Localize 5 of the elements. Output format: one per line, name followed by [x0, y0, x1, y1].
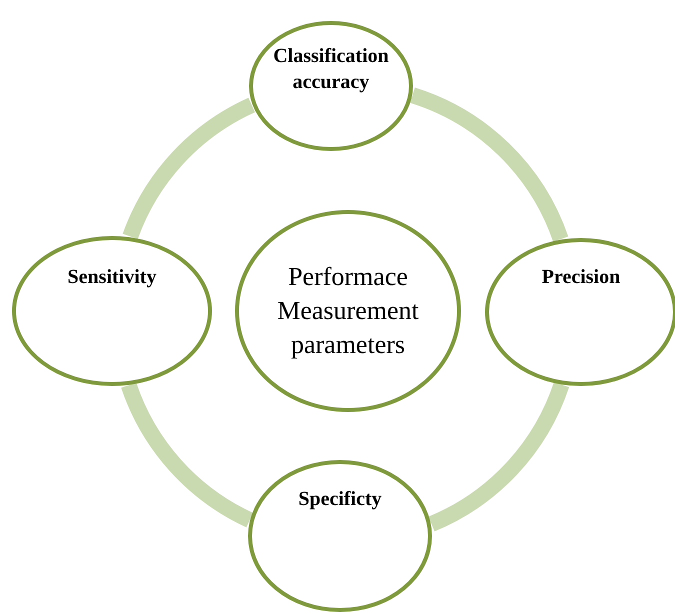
parameter-label: Precision	[540, 265, 622, 290]
parameter-label: Classification accuracy	[272, 44, 390, 95]
parameter-label: Specificty	[297, 487, 383, 512]
center-title: Performace Measurement parameters	[276, 261, 420, 361]
parameter-label: Sensitivity	[66, 265, 158, 290]
